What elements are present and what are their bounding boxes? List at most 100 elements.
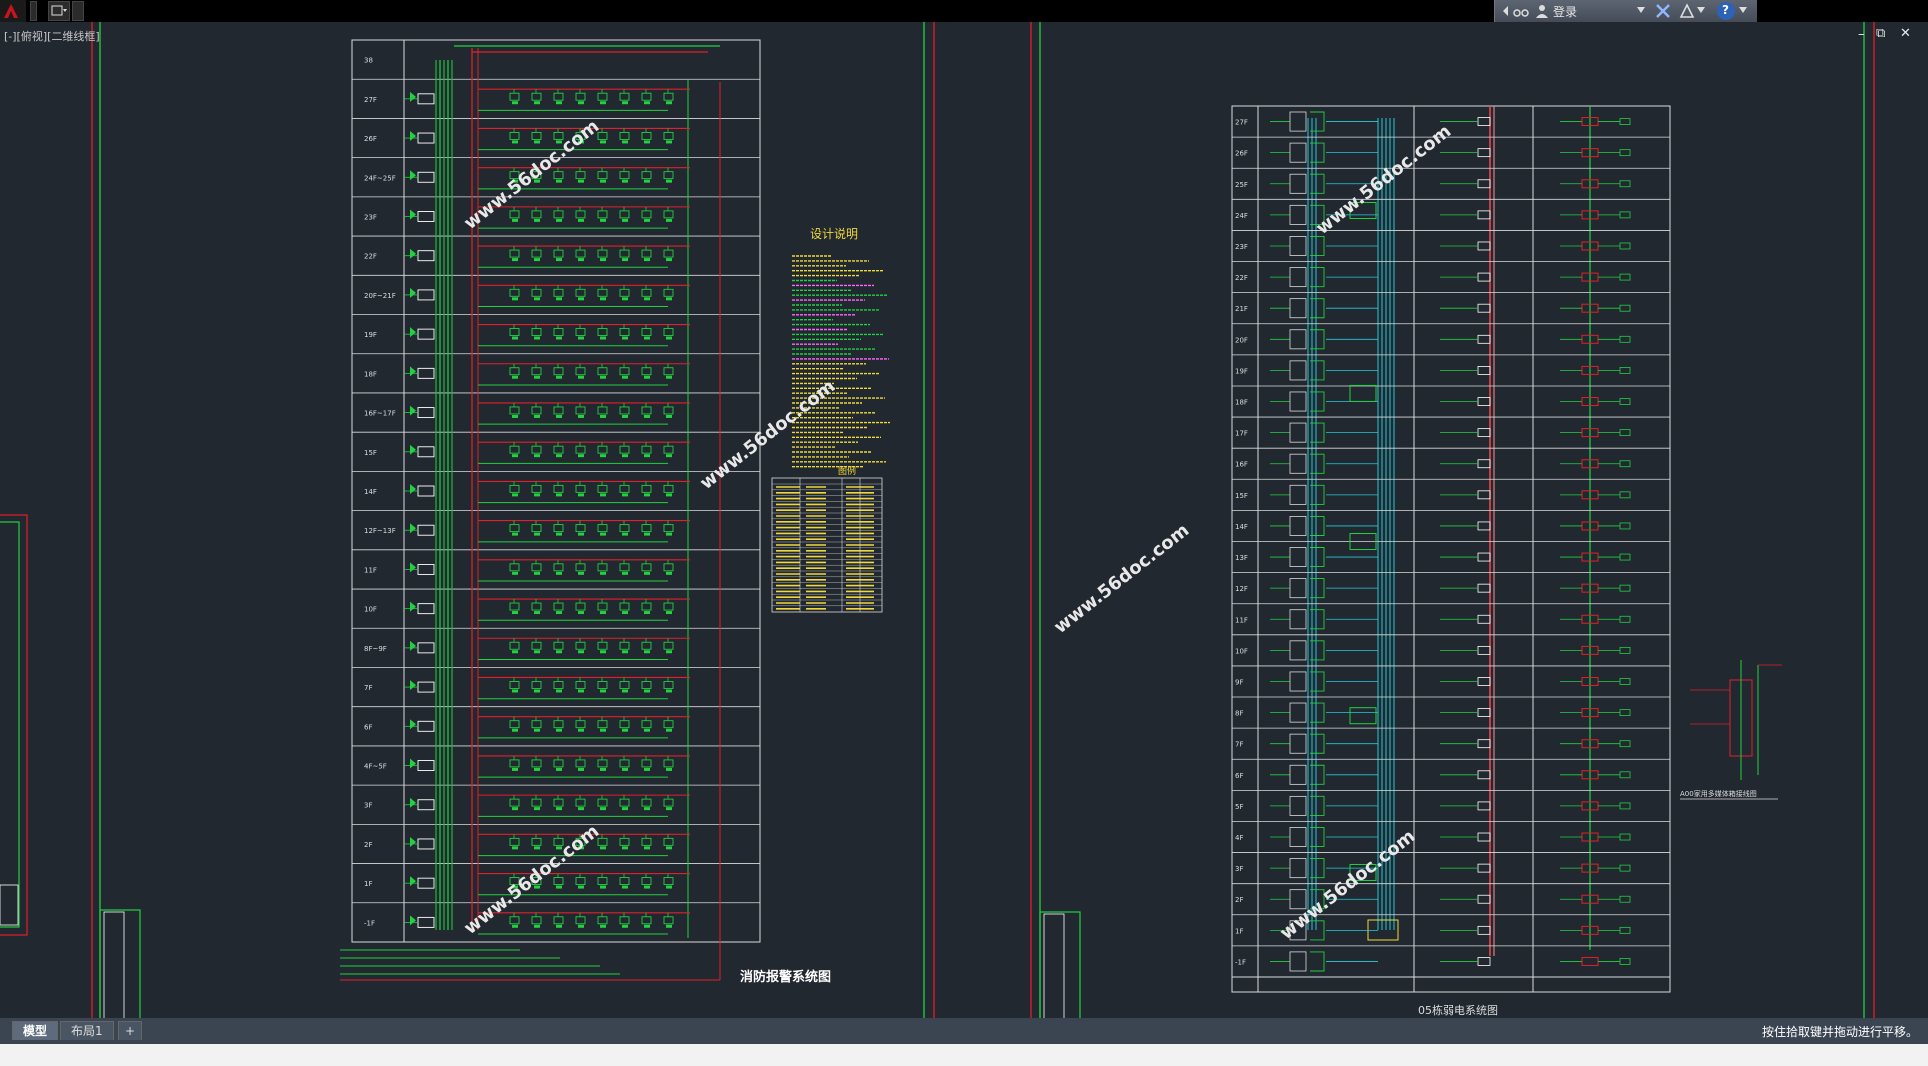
legend-rows (772, 478, 882, 612)
multimedia-box-detail: A00家用多媒体箱接线图 (1680, 660, 1782, 800)
fire-floor-label: 2F (364, 841, 372, 849)
add-layout-button[interactable]: + (118, 1021, 143, 1040)
legend-title: 图例 (838, 465, 856, 477)
cad-drawing[interactable]: 38 27F 26F 24F~25F 23F 22F 20F~21F 19F 18F 16F~17… (0, 22, 1928, 1022)
app-logo[interactable] (0, 0, 26, 22)
weak-floor-label: 17F (1235, 430, 1248, 438)
fire-floor-label: 4F~5F (364, 763, 387, 771)
fire-floor-label: 23F (364, 213, 377, 221)
command-area (0, 1044, 1928, 1066)
status-hint: 按住拾取键并拖动进行平移。 (1761, 1025, 1918, 1039)
weak-floor-label: 9F (1235, 678, 1243, 686)
weak-floor-label: 13F (1235, 554, 1248, 562)
fire-alarm-rows: 38 27F 26F 24F~25F 23F 22F 20F~21F 19F 18F 16F~17… (352, 57, 760, 927)
workspace-icon[interactable] (48, 1, 70, 21)
info-center: 登录 ? (1494, 0, 1757, 22)
weak-floor-label: 27F (1235, 119, 1248, 127)
weak-floor-label: 11F (1235, 616, 1248, 624)
fire-floor-label: 20F~21F (364, 292, 396, 300)
fire-floor-label: -1F (364, 919, 375, 927)
fire-floor-label: 38 (364, 57, 373, 65)
weak-floor-label: 21F (1235, 305, 1248, 313)
weak-floor-label: 19F (1235, 367, 1248, 375)
weak-floor-label: 5F (1235, 803, 1243, 811)
fire-alarm-frame (351, 39, 761, 943)
a360-dropdown-icon[interactable] (1697, 7, 1705, 13)
weak-floor-label: 23F (1235, 243, 1248, 251)
fire-floor-label: 19F (364, 331, 377, 339)
fire-floor-label: 15F (364, 449, 377, 457)
weak-floor-label: 24F (1235, 212, 1248, 220)
title-bar: 登录 ? (0, 0, 1928, 22)
exchange-icon[interactable] (1655, 3, 1671, 19)
weak-floor-label: 18F (1235, 399, 1248, 407)
sheet1-title-block (99, 909, 141, 1022)
quick-access-dropdown-icon[interactable] (72, 1, 84, 21)
login-dropdown-icon[interactable] (1637, 7, 1645, 13)
svg-text:www.56doc.com: www.56doc.com (696, 376, 839, 494)
autodesk-a360-icon[interactable] (1679, 3, 1695, 19)
status-bar: 模型 布局1 + 按住拾取键并拖动进行平移。 (0, 1018, 1928, 1044)
fire-floor-label: 26F (364, 135, 377, 143)
side-caption: A00家用多媒体箱接线图 (1680, 789, 1757, 798)
weak-floor-label: 12F (1235, 585, 1248, 593)
weak-floor-label: 6F (1235, 772, 1243, 780)
fire-floor-label: 10F (364, 606, 377, 614)
viewport-controls-label[interactable]: [-][俯视][二维线框] (4, 30, 100, 43)
svg-text:www.56doc.com: www.56doc.com (1050, 520, 1193, 638)
sheet2-title-block (1039, 911, 1081, 1022)
help-icon[interactable]: ? (1717, 2, 1735, 20)
weak-floor-label: 3F (1235, 865, 1243, 873)
close-icon[interactable]: ✕ (1900, 26, 1911, 41)
weak-floor-label: 10F (1235, 647, 1248, 655)
left-partial-frame (0, 514, 28, 936)
fire-floor-label: 16F~17F (364, 410, 396, 418)
weak-floor-label: 16F (1235, 461, 1248, 469)
fire-floor-label: 14F (364, 488, 377, 496)
legend-table (771, 477, 883, 613)
fire-floor-label: 11F (364, 566, 377, 574)
help-dropdown-icon[interactable] (1739, 7, 1747, 13)
weak-floor-label: 7F (1235, 741, 1243, 749)
weak-floor-label: 1F (1235, 927, 1243, 935)
fire-floor-label: 22F (364, 253, 377, 261)
scroll-left-icon[interactable] (1499, 4, 1513, 18)
weak-floor-label: 14F (1235, 523, 1248, 531)
weak-floor-label: 20F (1235, 336, 1248, 344)
design-notes-title: 设计说明 (810, 226, 858, 241)
fire-floor-label: 1F (364, 880, 372, 888)
binoculars-icon[interactable] (1513, 3, 1529, 19)
restore-icon[interactable]: ⧉ (1876, 26, 1886, 41)
fire-floor-label: 6F (364, 723, 372, 731)
weak-floor-label: 26F (1235, 150, 1248, 158)
fire-floor-label: 8F~9F (364, 645, 387, 653)
weak-floor-label: 25F (1235, 181, 1248, 189)
weak-current-frame (1231, 105, 1671, 993)
fire-floor-label: 27F (364, 96, 377, 104)
weak-current-title: 05栋弱电系统图 (1418, 1003, 1498, 1017)
fire-alarm-title: 消防报警系统图 (740, 969, 831, 985)
fire-floor-label: 12F~13F (364, 527, 396, 535)
left-partial-inner-frame (0, 521, 20, 928)
fire-floor-label: 7F (364, 684, 372, 692)
weak-current-rows: 27F 26F 25F 24F 23F 22F 21F 20F 19F 18F 17F 16F 15F 1… (1232, 106, 1670, 972)
fire-alarm-wiring (340, 45, 721, 981)
weak-floor-label: 2F (1235, 896, 1243, 904)
user-icon (1536, 5, 1548, 18)
app-menu-arrow-icon[interactable] (30, 1, 37, 21)
weak-floor-label: 15F (1235, 492, 1248, 500)
fire-floor-label: 24F~25F (364, 174, 396, 182)
weak-floor-label: -1F (1235, 958, 1246, 966)
svg-text:www.56doc.com: www.56doc.com (1312, 121, 1455, 239)
tab-model[interactable]: 模型 (12, 1021, 59, 1040)
tab-layout1[interactable]: 布局1 (60, 1021, 114, 1040)
weak-floor-label: 4F (1235, 834, 1243, 842)
left-title-block (0, 884, 19, 926)
weak-floor-label: 22F (1235, 274, 1248, 282)
weak-floor-label: 8F (1235, 710, 1243, 718)
drawing-canvas[interactable]: 38 27F 26F 24F~25F 23F 22F 20F~21F 19F 18F 16F~17… (0, 22, 1928, 1022)
fire-floor-label: 18F (364, 370, 377, 378)
minimize-icon[interactable]: – (1858, 27, 1865, 42)
fire-floor-label: 3F (364, 802, 372, 810)
login-label[interactable]: 登录 (1553, 5, 1578, 19)
